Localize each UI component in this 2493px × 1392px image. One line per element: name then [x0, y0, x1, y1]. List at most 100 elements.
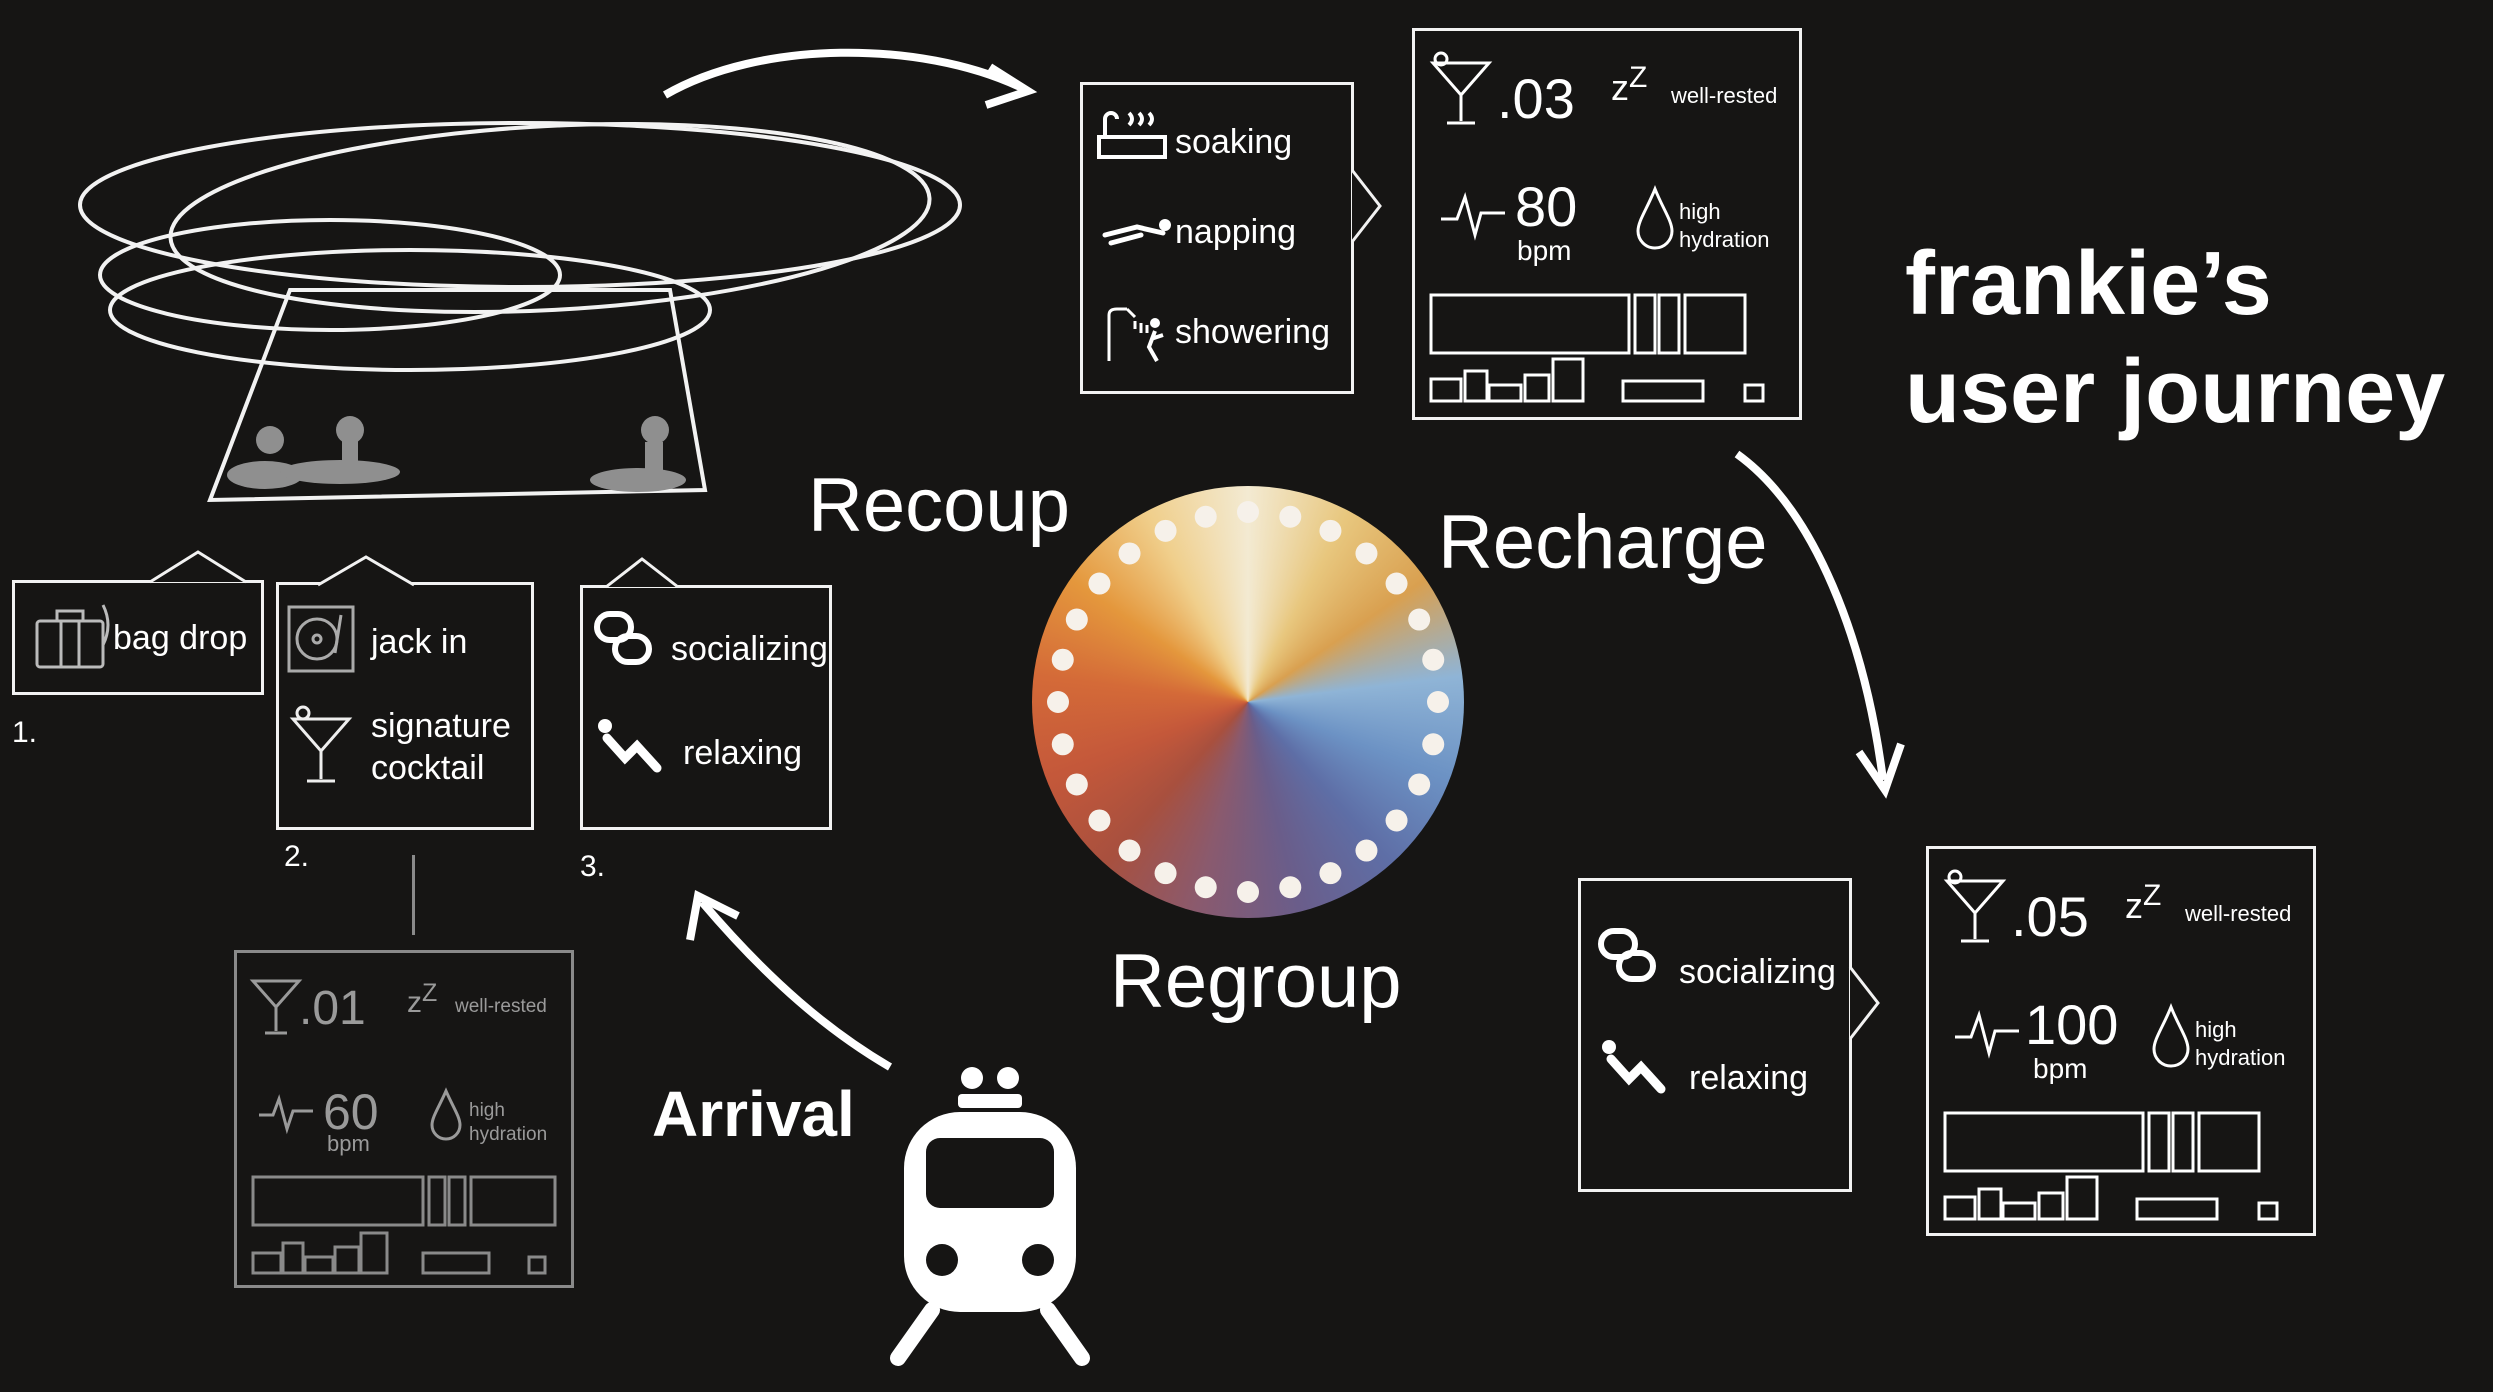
wheel-dot	[1065, 773, 1088, 796]
recoup-activities-box: soaking napping showering	[1080, 82, 1354, 394]
chat-bubbles-icon	[594, 611, 652, 665]
page-title: frankie’s user journey	[1905, 230, 2445, 446]
wheel-dot	[1237, 501, 1259, 523]
wheel-dot	[1355, 542, 1378, 565]
sleeping-person-icon	[1102, 219, 1171, 246]
regroup-item-relaxing: relaxing	[1689, 1059, 1809, 1097]
hydration-line2: hydration	[469, 1124, 548, 1145]
wheel-dot	[1422, 733, 1445, 756]
bpm-unit: bpm	[327, 1131, 370, 1156]
wheel-dot	[1088, 572, 1111, 595]
wheel-dot	[1385, 572, 1408, 595]
regroup-activities-box: socializing relaxing	[1578, 878, 1852, 1192]
cocktail-icon	[1429, 51, 1493, 125]
bpm-unit: bpm	[1517, 235, 1572, 266]
step-3-item-relaxing: relaxing	[683, 734, 803, 772]
wheel-dot	[1194, 876, 1217, 899]
water-drop-icon	[430, 1087, 462, 1141]
wheel-dot	[1065, 608, 1088, 631]
sleep-status: well-rested	[455, 996, 547, 1017]
arrow-icon	[1734, 450, 1905, 799]
step-2-item-cocktail: cocktail	[371, 749, 485, 787]
step-3-box: socializing relaxing	[580, 585, 832, 830]
bpm-value: 60	[323, 1084, 379, 1140]
hydration-line2: hydration	[2195, 1045, 2286, 1070]
wheel-dot	[1118, 542, 1141, 565]
wheel-dot	[1279, 876, 1302, 899]
arrival-label: Arrival	[652, 1078, 855, 1150]
shower-icon	[1107, 307, 1164, 362]
reclining-person-icon	[598, 719, 662, 773]
wheel-dot	[1408, 608, 1431, 631]
wheel-dot	[1422, 648, 1445, 671]
pavilion-sketch	[78, 121, 962, 503]
step-2-tab	[317, 555, 415, 587]
step-1-tab	[149, 550, 247, 584]
chat-bubbles-icon	[1598, 928, 1656, 982]
wheel-dot	[1118, 839, 1141, 862]
wheel-dot	[1279, 505, 1302, 528]
train-icon	[890, 1067, 1090, 1366]
water-drop-icon	[2152, 1002, 2190, 1068]
hydration-line1: high	[1679, 199, 1721, 224]
step-2-item-jack-in: jack in	[371, 623, 468, 661]
step-1-item: bag drop	[113, 619, 248, 657]
wheel-dot	[1237, 881, 1259, 903]
wheel-dot	[1154, 519, 1177, 542]
heartbeat-icon	[1955, 1009, 2019, 1059]
cocktail-icon	[249, 979, 303, 1035]
cocktail-icon	[289, 705, 353, 783]
stats-card-regroup: .05 zZ well-rested 100 bpm high hydratio…	[1926, 846, 2316, 1236]
wheel-dot	[1047, 691, 1069, 713]
wheel-dot	[1385, 809, 1408, 832]
bac-value: .05	[2011, 885, 2089, 948]
step-2-box: jack in signature cocktail	[276, 582, 534, 830]
wheel-dot	[1051, 733, 1074, 756]
step-1-number: 1.	[12, 716, 38, 749]
bpm-unit: bpm	[2033, 1053, 2088, 1084]
recoup-item-soaking: soaking	[1175, 123, 1293, 161]
bac-value: .03	[1497, 67, 1575, 130]
wheel-dot	[1408, 773, 1431, 796]
bathtub-icon	[1097, 111, 1167, 159]
bpm-value: 80	[1515, 175, 1578, 238]
wheel-dot	[1427, 691, 1449, 713]
water-drop-icon	[1636, 184, 1674, 250]
hydration-line1: high	[469, 1100, 505, 1121]
arrow-icon	[662, 48, 1038, 109]
bpm-value: 100	[2025, 993, 2119, 1056]
phase-recharge: Recharge	[1438, 500, 1768, 585]
wheel-dot	[1194, 505, 1217, 528]
hydration-line1: high	[2195, 1017, 2237, 1042]
stats-card-recharge: .03 zZ well-rested 80 bpm high hydration	[1412, 28, 1802, 420]
step-3-tab	[605, 557, 679, 589]
zzz-icon: zZ	[1611, 61, 1648, 108]
wheel-dot	[1051, 648, 1074, 671]
regroup-box-pointer	[1848, 966, 1880, 1040]
wheel-dot	[1088, 809, 1111, 832]
sleep-status: well-rested	[1671, 83, 1778, 108]
phase-recoup: Recoup	[808, 463, 1070, 548]
phase-regroup: Regroup	[1110, 939, 1402, 1024]
step-3-item-socializing: socializing	[671, 630, 828, 668]
title-line-1: frankie’s	[1905, 234, 2272, 334]
reclining-person-icon	[1602, 1040, 1666, 1094]
regroup-item-socializing: socializing	[1679, 953, 1836, 991]
step-2-item-signature: signature	[371, 707, 511, 745]
bac-value: .01	[299, 982, 366, 1035]
title-line-2: user journey	[1905, 342, 2446, 442]
arrow-icon	[686, 890, 893, 1071]
hydration-line2: hydration	[1679, 227, 1770, 252]
recoup-box-pointer	[1350, 169, 1382, 243]
step-2-number: 2.	[284, 840, 310, 873]
heartbeat-icon	[259, 1094, 313, 1135]
step-3-number: 3.	[580, 850, 606, 883]
step-1-box: bag drop	[12, 580, 264, 695]
heartbeat-icon	[1441, 191, 1505, 241]
wheel-dots	[1047, 501, 1449, 903]
suitcase-icon	[35, 604, 110, 669]
activity-blocks	[251, 1175, 557, 1275]
activity-blocks	[1429, 293, 1765, 403]
color-wheel-icon	[1032, 486, 1464, 918]
wheel-dot	[1154, 862, 1177, 885]
